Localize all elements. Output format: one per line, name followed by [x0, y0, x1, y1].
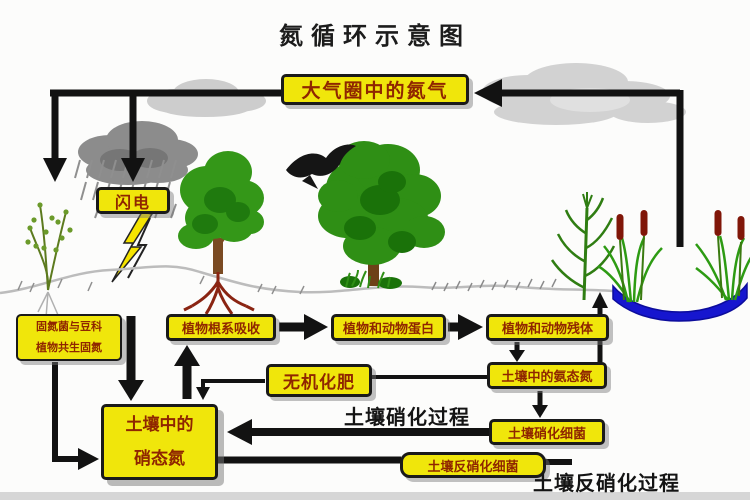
- arrow-symbiotic-to-nitrate: [52, 362, 99, 470]
- tree-icon: [178, 151, 264, 315]
- corn-plant-icon: [550, 192, 616, 301]
- grass-icon: [340, 269, 402, 289]
- symbiotic-line1: 固氮菌与豆科: [36, 321, 102, 334]
- box-soil-ammonia: 土壤中的氨态氮: [487, 362, 607, 389]
- bird-icon: [286, 144, 356, 189]
- arrow-nitrifying-to-nitrate: [227, 419, 489, 445]
- label-denitrification-process: 土壤反硝化过程: [533, 473, 680, 495]
- cattail-plants-icon: [597, 210, 750, 303]
- box-plant-animal-residue: 植物和动物残体: [486, 314, 609, 341]
- nitrate-line1: 土壤中的: [125, 415, 194, 434]
- arrow-atmosphere-left-branch: [43, 89, 283, 182]
- box-plant-animal-protein: 植物和动物蛋白: [331, 314, 446, 341]
- box-inorganic-fertilizer: 无机化肥: [266, 364, 372, 397]
- pond-icon: [612, 281, 748, 322]
- arrow-protein-to-residue: [448, 314, 483, 340]
- stubble-icon: [431, 278, 557, 292]
- label-nitrification-process: 土壤硝化过程: [344, 407, 470, 429]
- tree-roots-icon: [183, 272, 255, 315]
- arrow-return-to-atmosphere: [474, 79, 684, 247]
- box-soil-denitrifying-bacteria: 土壤反硝化细菌: [400, 452, 546, 478]
- legume-plant-icon: [25, 202, 73, 331]
- ground-icon: [0, 265, 614, 295]
- arrow-roots-to-protein: [279, 314, 328, 340]
- arrow-fertilizer-to-soil: [196, 379, 265, 400]
- arrow-residue-to-ammonia: [509, 342, 525, 362]
- box-soil-nitrifying-bacteria: 土壤硝化细菌: [489, 419, 605, 445]
- bottom-border-strip: [0, 492, 750, 500]
- arrow-ammonia-to-nitrifying: [532, 391, 548, 418]
- box-atmospheric-nitrogen: 大气圈中的氮气: [281, 74, 469, 105]
- symbiotic-line2: 植物共生固氮: [36, 341, 102, 354]
- cloud-icon: [147, 79, 266, 117]
- large-tree-icon: [318, 141, 445, 289]
- box-soil-nitrate: 土壤中的 硝态氮: [101, 404, 218, 480]
- box-lightning: 闪电: [96, 187, 170, 214]
- storm-cloud-icon: [78, 121, 198, 185]
- lightning-bolt-icon: [111, 211, 154, 283]
- arrow-nitrate-to-roots: [174, 345, 200, 399]
- diagram-title: 氮循环示意图: [279, 23, 471, 50]
- nitrate-line2: 硝态氮: [134, 449, 185, 468]
- box-symbiotic-fixation: 固氮菌与豆科 植物共生固氮: [16, 314, 122, 361]
- box-root-absorption: 植物根系吸收: [166, 314, 276, 341]
- arrow-lightning-to-nitrate: [118, 316, 144, 401]
- plant-roots-icon: [37, 291, 59, 331]
